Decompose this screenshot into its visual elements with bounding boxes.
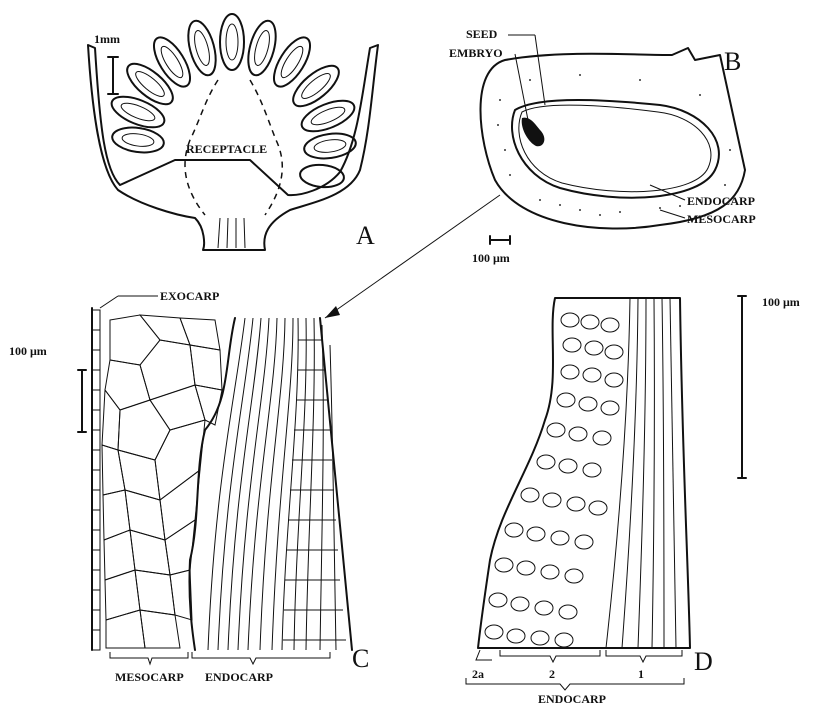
receptacle-label: RECEPTACLE (186, 142, 267, 156)
exocarp-cells (92, 310, 100, 650)
endocarp-brace-d (466, 678, 684, 690)
scale-bar-b (490, 236, 510, 244)
embryo-label: EMBRYO (449, 46, 503, 60)
seed-inner-outline (519, 105, 711, 192)
layer-1-fibers (606, 298, 676, 648)
panel-c-label: C (352, 644, 369, 673)
layer-1-label: 1 (638, 667, 644, 681)
endocarp-label-c: ENDOCARP (205, 670, 273, 684)
layer-2-cells (485, 313, 623, 647)
stalk-lines (218, 218, 245, 248)
scale-label-1mm: 1mm (94, 32, 120, 46)
exocarp-pointer-down (100, 296, 118, 308)
panel-a-drawing (88, 14, 378, 250)
endocarp-label-d: ENDOCARP (538, 692, 606, 706)
seed-label: SEED (466, 27, 498, 41)
brace-2 (500, 650, 600, 662)
scale-bar-c (78, 370, 86, 432)
panel-a-label: A (356, 221, 375, 250)
endocarp-label-b: ENDOCARP (687, 194, 755, 208)
panel-d-label: D (694, 647, 713, 676)
mesocarp-pointer-b (660, 210, 685, 218)
brace-2a (476, 650, 492, 660)
endocarp-brace-c (192, 652, 330, 664)
tissue-right-edge (320, 318, 352, 650)
panel-b-label: B (724, 47, 741, 76)
mesocarp-label-c: MESOCARP (115, 670, 184, 684)
layer-2-label: 2 (549, 667, 555, 681)
mesocarp-endocarp-boundary (189, 318, 235, 650)
seed-outline (512, 100, 719, 198)
embryo-pointer (515, 54, 528, 120)
connector-arrowhead (325, 306, 340, 318)
panel-d-drawing (466, 296, 746, 690)
brace-1 (606, 650, 682, 662)
scale-bar-1mm (108, 57, 118, 94)
exocarp-label: EXOCARP (160, 289, 219, 303)
seed-pointer-down (535, 35, 545, 105)
florets (108, 14, 359, 189)
mesocarp-label-b: MESOCARP (687, 212, 756, 226)
scale-label-c: 100 μm (9, 344, 47, 358)
scale-label-b: 100 μm (472, 251, 510, 265)
mesocarp-cells (102, 315, 222, 648)
embryo-shape (522, 118, 545, 147)
scale-bar-d (738, 296, 746, 478)
scale-label-d: 100 μm (762, 295, 800, 309)
mesocarp-brace (110, 652, 188, 664)
panel-c-drawing (78, 296, 352, 664)
layer-2a-label: 2a (472, 667, 484, 681)
